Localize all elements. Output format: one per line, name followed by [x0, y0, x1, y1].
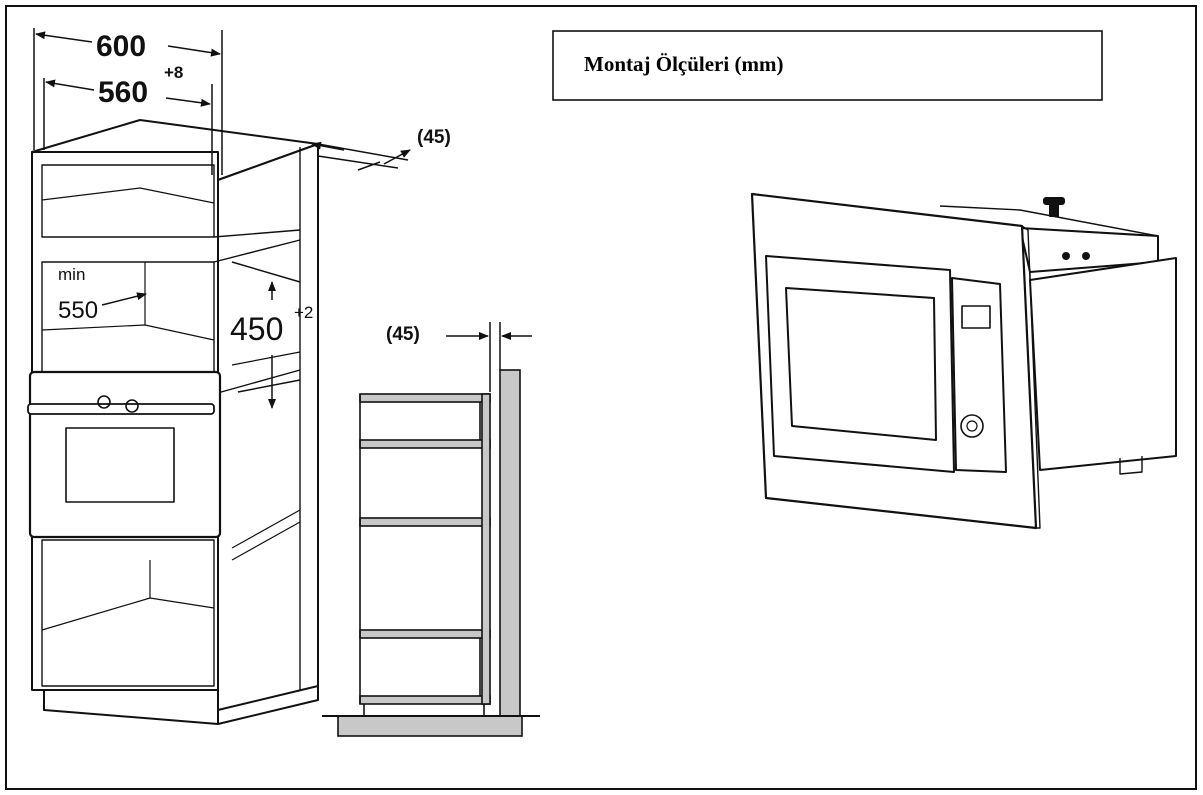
dim-450: 450 [230, 311, 283, 347]
width-dimension-lines [33, 28, 223, 175]
dim-450-tolerance: +2 [294, 303, 313, 322]
side-gap-dimension [446, 322, 532, 392]
dim-560-tolerance: +8 [164, 63, 183, 82]
microwave-drawing [750, 192, 1177, 530]
depth-arrow [101, 292, 147, 306]
dim-top-gap: (45) [417, 127, 451, 148]
page-frame [5, 5, 1197, 790]
dim-560: 560 [98, 76, 148, 109]
side-section-drawing [322, 369, 540, 737]
dim-side-gap: (45) [386, 324, 420, 345]
dim-600: 600 [96, 30, 146, 63]
title-box: Montaj Ölçüleri (mm) [552, 30, 1103, 101]
height-dimension-lines [231, 261, 301, 409]
page-title: Montaj Ölçüleri (mm) [584, 52, 783, 76]
cabinet-drawing [27, 119, 319, 725]
dim-depth-min-label: min [58, 265, 85, 284]
top-gap-dimension [311, 141, 411, 171]
dim-depth-550: 550 [58, 297, 98, 324]
